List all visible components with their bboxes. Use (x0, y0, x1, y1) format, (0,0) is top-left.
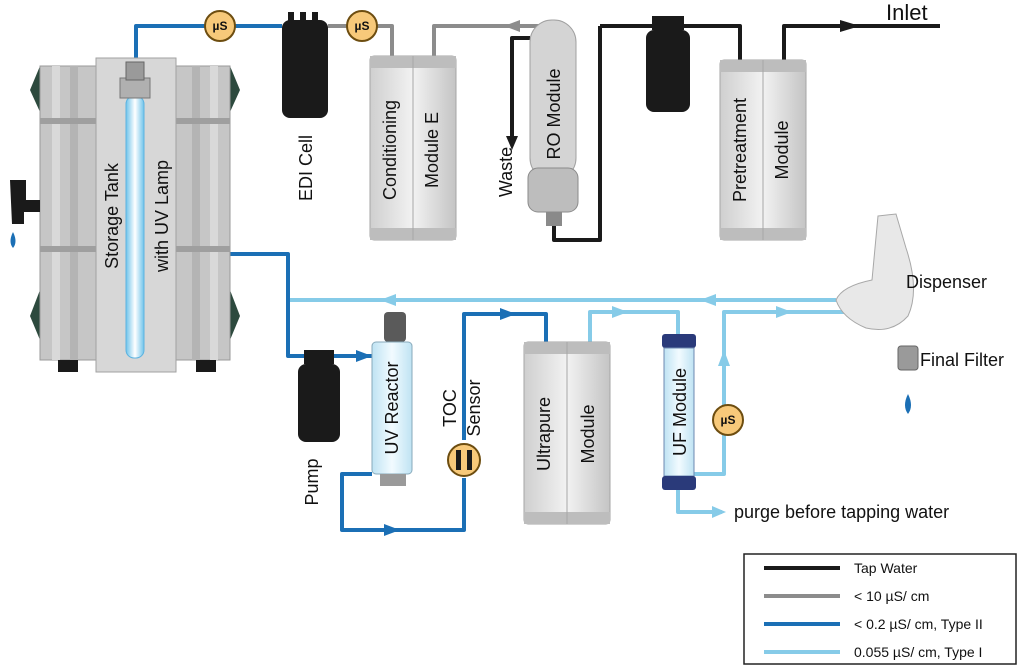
water-drop-icon (10, 232, 16, 248)
toc-sensor (447, 443, 481, 477)
pipe-grey-ro-to-conditioning (432, 24, 546, 56)
storage-tank-label-2: with UV Lamp (152, 160, 172, 273)
arrow-type1-return-a (700, 294, 716, 306)
arrow-inlet (840, 20, 860, 32)
legend-label-tap: Tap Water (854, 560, 918, 576)
legend-label-type1: 0.055 µS/ cm, Type I (854, 644, 982, 660)
arrow-waste (506, 136, 518, 150)
arrow-grey-ro (504, 20, 520, 32)
water-drop-icon-2 (905, 394, 911, 414)
ro-module-label: RO Module (544, 68, 564, 159)
pipe-type2-pump-loop (340, 472, 466, 532)
pipe-tap-inlet (782, 24, 940, 60)
svg-text:µS: µS (213, 19, 228, 33)
legend-label-type2: < 0.2 µS/ cm, Type II (854, 616, 983, 632)
dispenser-label: Dispenser (906, 272, 987, 292)
ultrapure-module (523, 341, 611, 525)
pipe-type1-purge (676, 490, 722, 514)
uf-module-label: UF Module (670, 368, 690, 456)
svg-text:µS: µS (721, 413, 736, 427)
toc-label: TOC (440, 389, 460, 427)
conditioning-label-2: Module E (422, 112, 442, 188)
arrow-type1-up (718, 350, 730, 366)
final-filter-label: Final Filter (920, 350, 1004, 370)
pretreatment-label: Pretreatment (730, 98, 750, 202)
storage-tank-label: Storage Tank (102, 162, 122, 269)
uv-reactor-label: UV Reactor (382, 361, 402, 454)
uv-reactor (371, 312, 413, 486)
pipe-type1-ultrapure-to-uf (588, 310, 680, 342)
arrow-type1-uf (612, 306, 628, 318)
uf-module (662, 334, 696, 490)
pipe-type1-uf-to-dispenser (692, 310, 846, 476)
arrow-type1-purge (712, 506, 726, 518)
inlet-label: Inlet (886, 0, 928, 25)
uv-lamp (125, 95, 145, 359)
pipe-waste (510, 36, 530, 140)
prefilter (646, 16, 690, 112)
arrow-type2-pump (356, 350, 372, 362)
conductivity-badge-3: µS (712, 404, 744, 436)
pipe-tap-to-ro (552, 26, 602, 242)
legend: Tap Water < 10 µS/ cm < 0.2 µS/ cm, Type… (743, 553, 1017, 665)
ro-module (527, 19, 579, 226)
conditioning-module (369, 55, 457, 241)
waste-label: Waste (496, 147, 516, 197)
svg-text:µS: µS (355, 19, 370, 33)
pipe-tap-pretreat-to-filter (600, 24, 742, 60)
toc-label-2: Sensor (464, 379, 484, 436)
ultrapure-label: Ultrapure (534, 397, 554, 471)
faucet-icon (10, 180, 40, 224)
storage-tank (10, 57, 240, 373)
legend-label-10us: < 10 µS/ cm (854, 588, 929, 604)
purge-label: purge before tapping water (734, 502, 949, 522)
edi-cell-label: EDI Cell (296, 135, 316, 201)
arrow-type1-return-b (380, 294, 396, 306)
arrow-type2-loop (384, 524, 400, 536)
pretreatment-label-2: Module (772, 120, 792, 179)
conductivity-badge-2: µS (346, 10, 378, 42)
edi-cell (282, 12, 328, 118)
arrow-type1-dispenser (776, 306, 792, 318)
pretreatment-module (719, 59, 807, 241)
dispenser (835, 213, 919, 414)
pump-label: Pump (302, 458, 322, 505)
pipe-type2-tank-to-pump (230, 252, 372, 358)
ultrapure-label-2: Module (578, 404, 598, 463)
conductivity-badge-1: µS (204, 10, 236, 42)
pump (298, 350, 340, 442)
arrow-type2-ultrapure (500, 308, 516, 320)
conditioning-label: Conditioning (380, 100, 400, 200)
